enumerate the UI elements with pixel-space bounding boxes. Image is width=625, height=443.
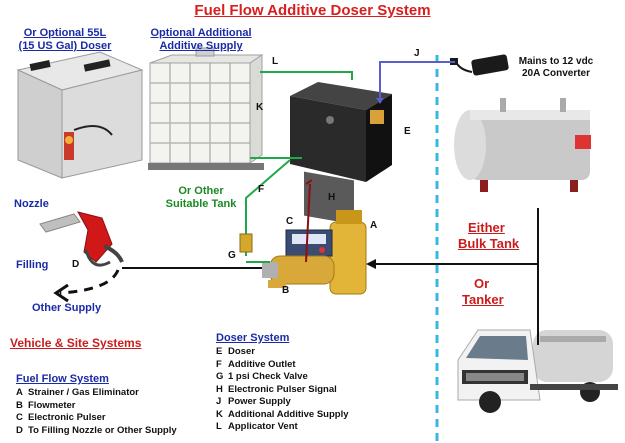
letter-f: F — [258, 184, 265, 195]
list-item-text: Additive Outlet — [228, 358, 296, 370]
fuel-nozzle-image — [39, 211, 124, 267]
list-item-text: Doser — [228, 346, 255, 357]
doser-unit-image — [290, 82, 392, 225]
letter-k: K — [256, 102, 264, 113]
list-item-key: H — [216, 383, 223, 395]
list-item-key: D — [16, 424, 23, 436]
additive-supply-label: Optional Additional Additive Supply — [140, 27, 262, 53]
converter-label: Mains to 12 vdc 20A Converter — [506, 56, 606, 80]
letter-h: H — [328, 192, 336, 203]
list-item-text: Strainer / Gas Eliminator — [28, 387, 139, 398]
list-item: D To Filling Nozzle or Other Supply — [16, 425, 177, 438]
list-item: A Strainer / Gas Eliminator — [16, 387, 177, 400]
list-item-key: C — [16, 412, 23, 423]
converter-label-line2: 20A Converter — [522, 68, 590, 79]
list-item-text: Applicator Vent — [228, 421, 298, 432]
list-item: B Flowmeter — [16, 400, 177, 413]
list-item-text: Electronic Pulser — [28, 412, 106, 423]
list-item: L Applicator Vent — [216, 421, 349, 434]
additive-supply-tank-image — [148, 47, 264, 170]
letter-e: E — [404, 126, 411, 137]
doser-system-list: E Doser F Additive Outlet G 1 psi Check Val… — [216, 346, 349, 434]
list-item-key: J — [216, 396, 222, 407]
list-item: G 1 psi Check Valve — [216, 371, 349, 384]
optional-doser-label-line2: (15 US Gal) Doser — [18, 40, 112, 52]
letter-d: D — [72, 259, 80, 270]
power-converter-image — [450, 54, 509, 76]
either-label: Either — [468, 220, 505, 235]
letter-l: L — [272, 56, 279, 67]
list-item: K Additional Additive Supply — [216, 409, 349, 422]
optional-55l-doser-image — [16, 51, 144, 179]
letter-c: C — [286, 216, 294, 227]
other-supply-label: Other Supply — [32, 302, 102, 314]
list-item-key: A — [16, 387, 23, 398]
page-title: Fuel Flow Additive Doser System — [194, 2, 431, 19]
tanker-label: Tanker — [462, 292, 504, 307]
bulk-tank-label: Bulk Tank — [458, 236, 520, 251]
bulk-tank-image — [454, 98, 591, 192]
or-label: Or — [474, 276, 490, 291]
letter-j: J — [414, 48, 420, 59]
list-item: H Electronic Pulser Signal — [216, 384, 349, 397]
vehicle-site-heading: Vehicle & Site Systems — [10, 336, 142, 350]
optional-doser-label-line1: Or Optional 55L — [23, 27, 107, 39]
additive-supply-label-line2: Additive Supply — [159, 40, 243, 52]
list-item-key: L — [216, 421, 222, 432]
list-item-text: Electronic Pulser Signal — [228, 383, 337, 395]
other-tank-label-line2: Suitable Tank — [165, 198, 237, 210]
optional-doser-label: Or Optional 55L (15 US Gal) Doser — [0, 27, 130, 53]
list-item-text: Additional Additive Supply — [228, 408, 349, 420]
nozzle-label: Nozzle — [14, 198, 49, 210]
list-item: C Electronic Pulser — [16, 412, 177, 425]
filling-label: Filling — [16, 259, 49, 271]
list-item-text: Power Supply — [228, 396, 291, 407]
list-item-key: B — [16, 399, 23, 411]
list-item-key: F — [216, 358, 222, 370]
list-item: E Doser — [216, 346, 349, 359]
list-item: J Power Supply — [216, 396, 349, 409]
fuel-flow-heading: Fuel Flow System — [16, 373, 109, 385]
list-item-key: K — [216, 408, 223, 420]
list-item-text: 1 psi Check Valve — [228, 371, 308, 382]
flowmeter-assembly-image — [262, 210, 367, 295]
list-item-text: Flowmeter — [28, 399, 76, 411]
list-item-key: E — [216, 346, 223, 357]
list-item-text: To Filling Nozzle or Other Supply — [28, 424, 177, 436]
converter-label-line1: Mains to 12 vdc — [518, 56, 594, 67]
list-item: F Additive Outlet — [216, 359, 349, 372]
additive-supply-label-line1: Optional Additional — [150, 27, 252, 39]
list-item-key: G — [216, 371, 224, 382]
doser-system-heading: Doser System — [216, 332, 290, 344]
other-tank-label-line1: Or Other — [178, 185, 224, 197]
other-tank-label: Or Other Suitable Tank — [152, 185, 250, 211]
letter-b: B — [282, 285, 290, 296]
tanker-truck-image — [457, 329, 618, 413]
letter-a: A — [370, 220, 378, 231]
letter-g: G — [228, 250, 236, 261]
